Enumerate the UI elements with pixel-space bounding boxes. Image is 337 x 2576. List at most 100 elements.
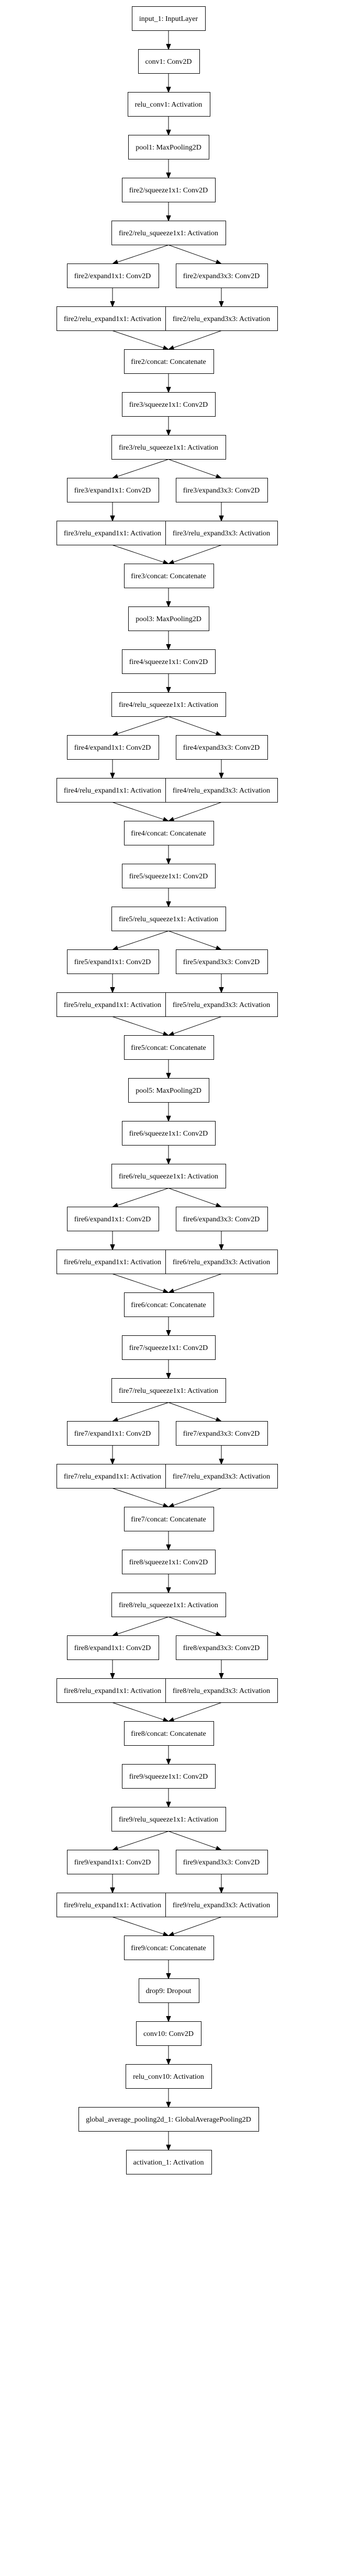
layer-node-fire7-squeeze1x1: fire7/squeeze1x1: Conv2D (122, 1335, 216, 1360)
layer-node-label: fire5/expand1x1: Conv2D (74, 958, 151, 966)
layer-node-box (124, 1721, 214, 1746)
edge-line (117, 931, 169, 948)
edge-fire7-concat-to-fire8-squeeze1x1 (166, 1531, 171, 1551)
arrowhead-icon (166, 430, 171, 436)
edge-fire6-relu-expand3x3-to-fire6-concat (167, 1274, 222, 1293)
layer-node-fire6-relu-expand1x1: fire6/relu_expand1x1: Activation (57, 1250, 169, 1274)
layer-node-label: fire8/relu_squeeze1x1: Activation (119, 1601, 218, 1609)
layer-node-label: fire6/relu_expand1x1: Activation (64, 1258, 161, 1266)
layer-node-box (111, 907, 226, 931)
edge-fire9-expand3x3-to-fire9-relu-expand3x3 (219, 1874, 224, 1894)
layer-node-label: drop9: Dropout (146, 1987, 192, 1995)
arrowhead-icon (110, 1673, 115, 1679)
layer-node-fire2-squeeze1x1: fire2/squeeze1x1: Conv2D (122, 178, 216, 202)
edge-fire3-expand1x1-to-fire3-relu-expand1x1 (110, 502, 115, 522)
layer-node-label: fire4/expand3x3: Conv2D (183, 744, 260, 752)
layer-node-fire9-relu-squeeze1x1: fire9/relu_squeeze1x1: Activation (111, 1807, 226, 1831)
edge-fire3-relu-squeeze1x1-to-fire3-expand1x1 (111, 459, 169, 479)
arrowhead-icon (219, 987, 224, 993)
arrowhead-icon (110, 1244, 115, 1251)
edge-fire9-relu-squeeze1x1-to-fire9-expand3x3 (168, 1831, 222, 1851)
arrowhead-icon (166, 687, 171, 693)
layer-node-box (124, 349, 214, 374)
layer-node-label: fire3/relu_expand3x3: Activation (173, 530, 270, 537)
edge-fire2-relu-squeeze1x1-to-fire2-expand1x1 (111, 245, 169, 265)
edge-global-average-pooling2d-1-to-activation-1 (166, 2131, 171, 2151)
arrowhead-icon (111, 1203, 119, 1208)
layer-node-label: fire8/expand1x1: Conv2D (74, 1644, 151, 1652)
layer-node-fire4-relu-squeeze1x1: fire4/relu_squeeze1x1: Activation (111, 692, 226, 717)
arrowhead-icon (110, 1459, 115, 1465)
layer-node-drop9: drop9: Dropout (139, 1978, 199, 2003)
edge-fire7-relu-squeeze1x1-to-fire7-expand3x3 (168, 1402, 222, 1422)
arrowhead-icon (166, 2059, 171, 2065)
edge-fire4-relu-squeeze1x1-to-fire4-expand1x1 (111, 716, 169, 736)
edge-fire5-relu-squeeze1x1-to-fire5-expand3x3 (168, 931, 222, 951)
arrowhead-icon (162, 559, 170, 565)
edge-line (112, 1274, 164, 1291)
edge-fire4-expand1x1-to-fire4-relu-expand1x1 (110, 759, 115, 779)
layer-node-fire3-squeeze1x1: fire3/squeeze1x1: Conv2D (122, 392, 216, 417)
layer-node-fire7-relu-expand1x1: fire7/relu_expand1x1: Activation (57, 1464, 169, 1489)
edge-line (168, 1617, 217, 1634)
layer-node-box (67, 1421, 159, 1446)
arrowhead-icon (111, 1631, 119, 1636)
layer-node-fire9-expand3x3: fire9/expand3x3: Conv2D (176, 1850, 268, 1874)
layer-node-fire3-expand1x1: fire3/expand1x1: Conv2D (67, 478, 159, 502)
layer-node-label: fire7/expand3x3: Conv2D (183, 1430, 260, 1438)
arrowhead-icon (162, 1031, 170, 1036)
edge-line (117, 1831, 169, 1849)
layer-node-label: fire5/expand3x3: Conv2D (183, 958, 260, 966)
layer-node-box (67, 1207, 159, 1231)
edge-fire3-expand3x3-to-fire3-relu-expand3x3 (219, 502, 224, 522)
edge-line (173, 1917, 222, 1934)
layer-node-label: fire2/concat: Concatenate (131, 358, 206, 366)
layer-node-box (128, 92, 210, 117)
layer-node-fire3-relu-expand1x1: fire3/relu_expand1x1: Activation (57, 521, 169, 545)
edge-relu-conv1-to-pool1 (166, 116, 171, 136)
layer-node-fire9-relu-expand3x3: fire9/relu_expand3x3: Activation (165, 1893, 278, 1917)
layer-node-box (111, 221, 226, 245)
layer-node-label: fire3/relu_expand1x1: Activation (64, 530, 161, 537)
edge-fire9-squeeze1x1-to-fire9-relu-squeeze1x1 (166, 1788, 171, 1808)
layer-node-box (176, 1421, 268, 1446)
edge-fire7-relu-expand1x1-to-fire7-concat (112, 1488, 170, 1508)
layer-node-box (138, 49, 200, 74)
edge-drop9-to-conv10 (166, 2002, 171, 2022)
layer-node-fire6-expand3x3: fire6/expand3x3: Conv2D (176, 1207, 268, 1231)
layer-node-fire5-concat: fire5/concat: Concatenate (124, 1035, 214, 1060)
layer-node-label: conv10: Conv2D (143, 2030, 194, 2038)
arrowhead-icon (166, 1373, 171, 1379)
arrowhead-icon (110, 301, 115, 307)
layer-node-box (124, 564, 214, 588)
edge-line (112, 1488, 164, 1506)
layer-node-fire8-squeeze1x1: fire8/squeeze1x1: Conv2D (122, 1550, 216, 1574)
edge-line (168, 931, 217, 948)
layer-node-label: pool3: MaxPooling2D (136, 615, 201, 623)
edge-fire8-expand1x1-to-fire8-relu-expand1x1 (110, 1659, 115, 1679)
layer-node-fire7-expand3x3: fire7/expand3x3: Conv2D (176, 1421, 268, 1446)
arrowhead-icon (162, 1503, 170, 1508)
layer-node-box (165, 1678, 278, 1703)
layer-node-fire5-relu-expand3x3: fire5/relu_expand3x3: Activation (165, 992, 278, 1017)
edge-fire7-relu-squeeze1x1-to-fire7-expand1x1 (111, 1402, 169, 1422)
arrowhead-icon (167, 1931, 175, 1937)
layer-node-label: fire3/squeeze1x1: Conv2D (129, 401, 208, 409)
layer-node-box (126, 2150, 212, 2174)
layer-node-label: fire3/concat: Concatenate (131, 573, 206, 580)
layer-node-label: fire9/expand1x1: Conv2D (74, 1859, 151, 1867)
layer-node-label: fire7/squeeze1x1: Conv2D (129, 1344, 208, 1352)
edge-line (168, 1402, 217, 1420)
edge-line (117, 716, 169, 734)
edge-fire7-expand1x1-to-fire7-relu-expand1x1 (110, 1445, 115, 1465)
layer-node-box (111, 435, 226, 460)
layer-node-label: fire5/squeeze1x1: Conv2D (129, 873, 208, 880)
edge-fire2-concat-to-fire3-squeeze1x1 (166, 373, 171, 393)
layer-node-label: relu_conv10: Activation (133, 2073, 204, 2081)
layer-node-label: fire5/relu_squeeze1x1: Activation (119, 915, 218, 923)
layer-node-box (122, 649, 216, 674)
layer-node-fire8-relu-squeeze1x1: fire8/relu_squeeze1x1: Activation (111, 1593, 226, 1617)
layer-node-fire2-relu-expand1x1: fire2/relu_expand1x1: Activation (57, 306, 169, 331)
edge-fire5-expand1x1-to-fire5-relu-expand1x1 (110, 974, 115, 993)
arrowhead-icon (215, 1203, 222, 1208)
